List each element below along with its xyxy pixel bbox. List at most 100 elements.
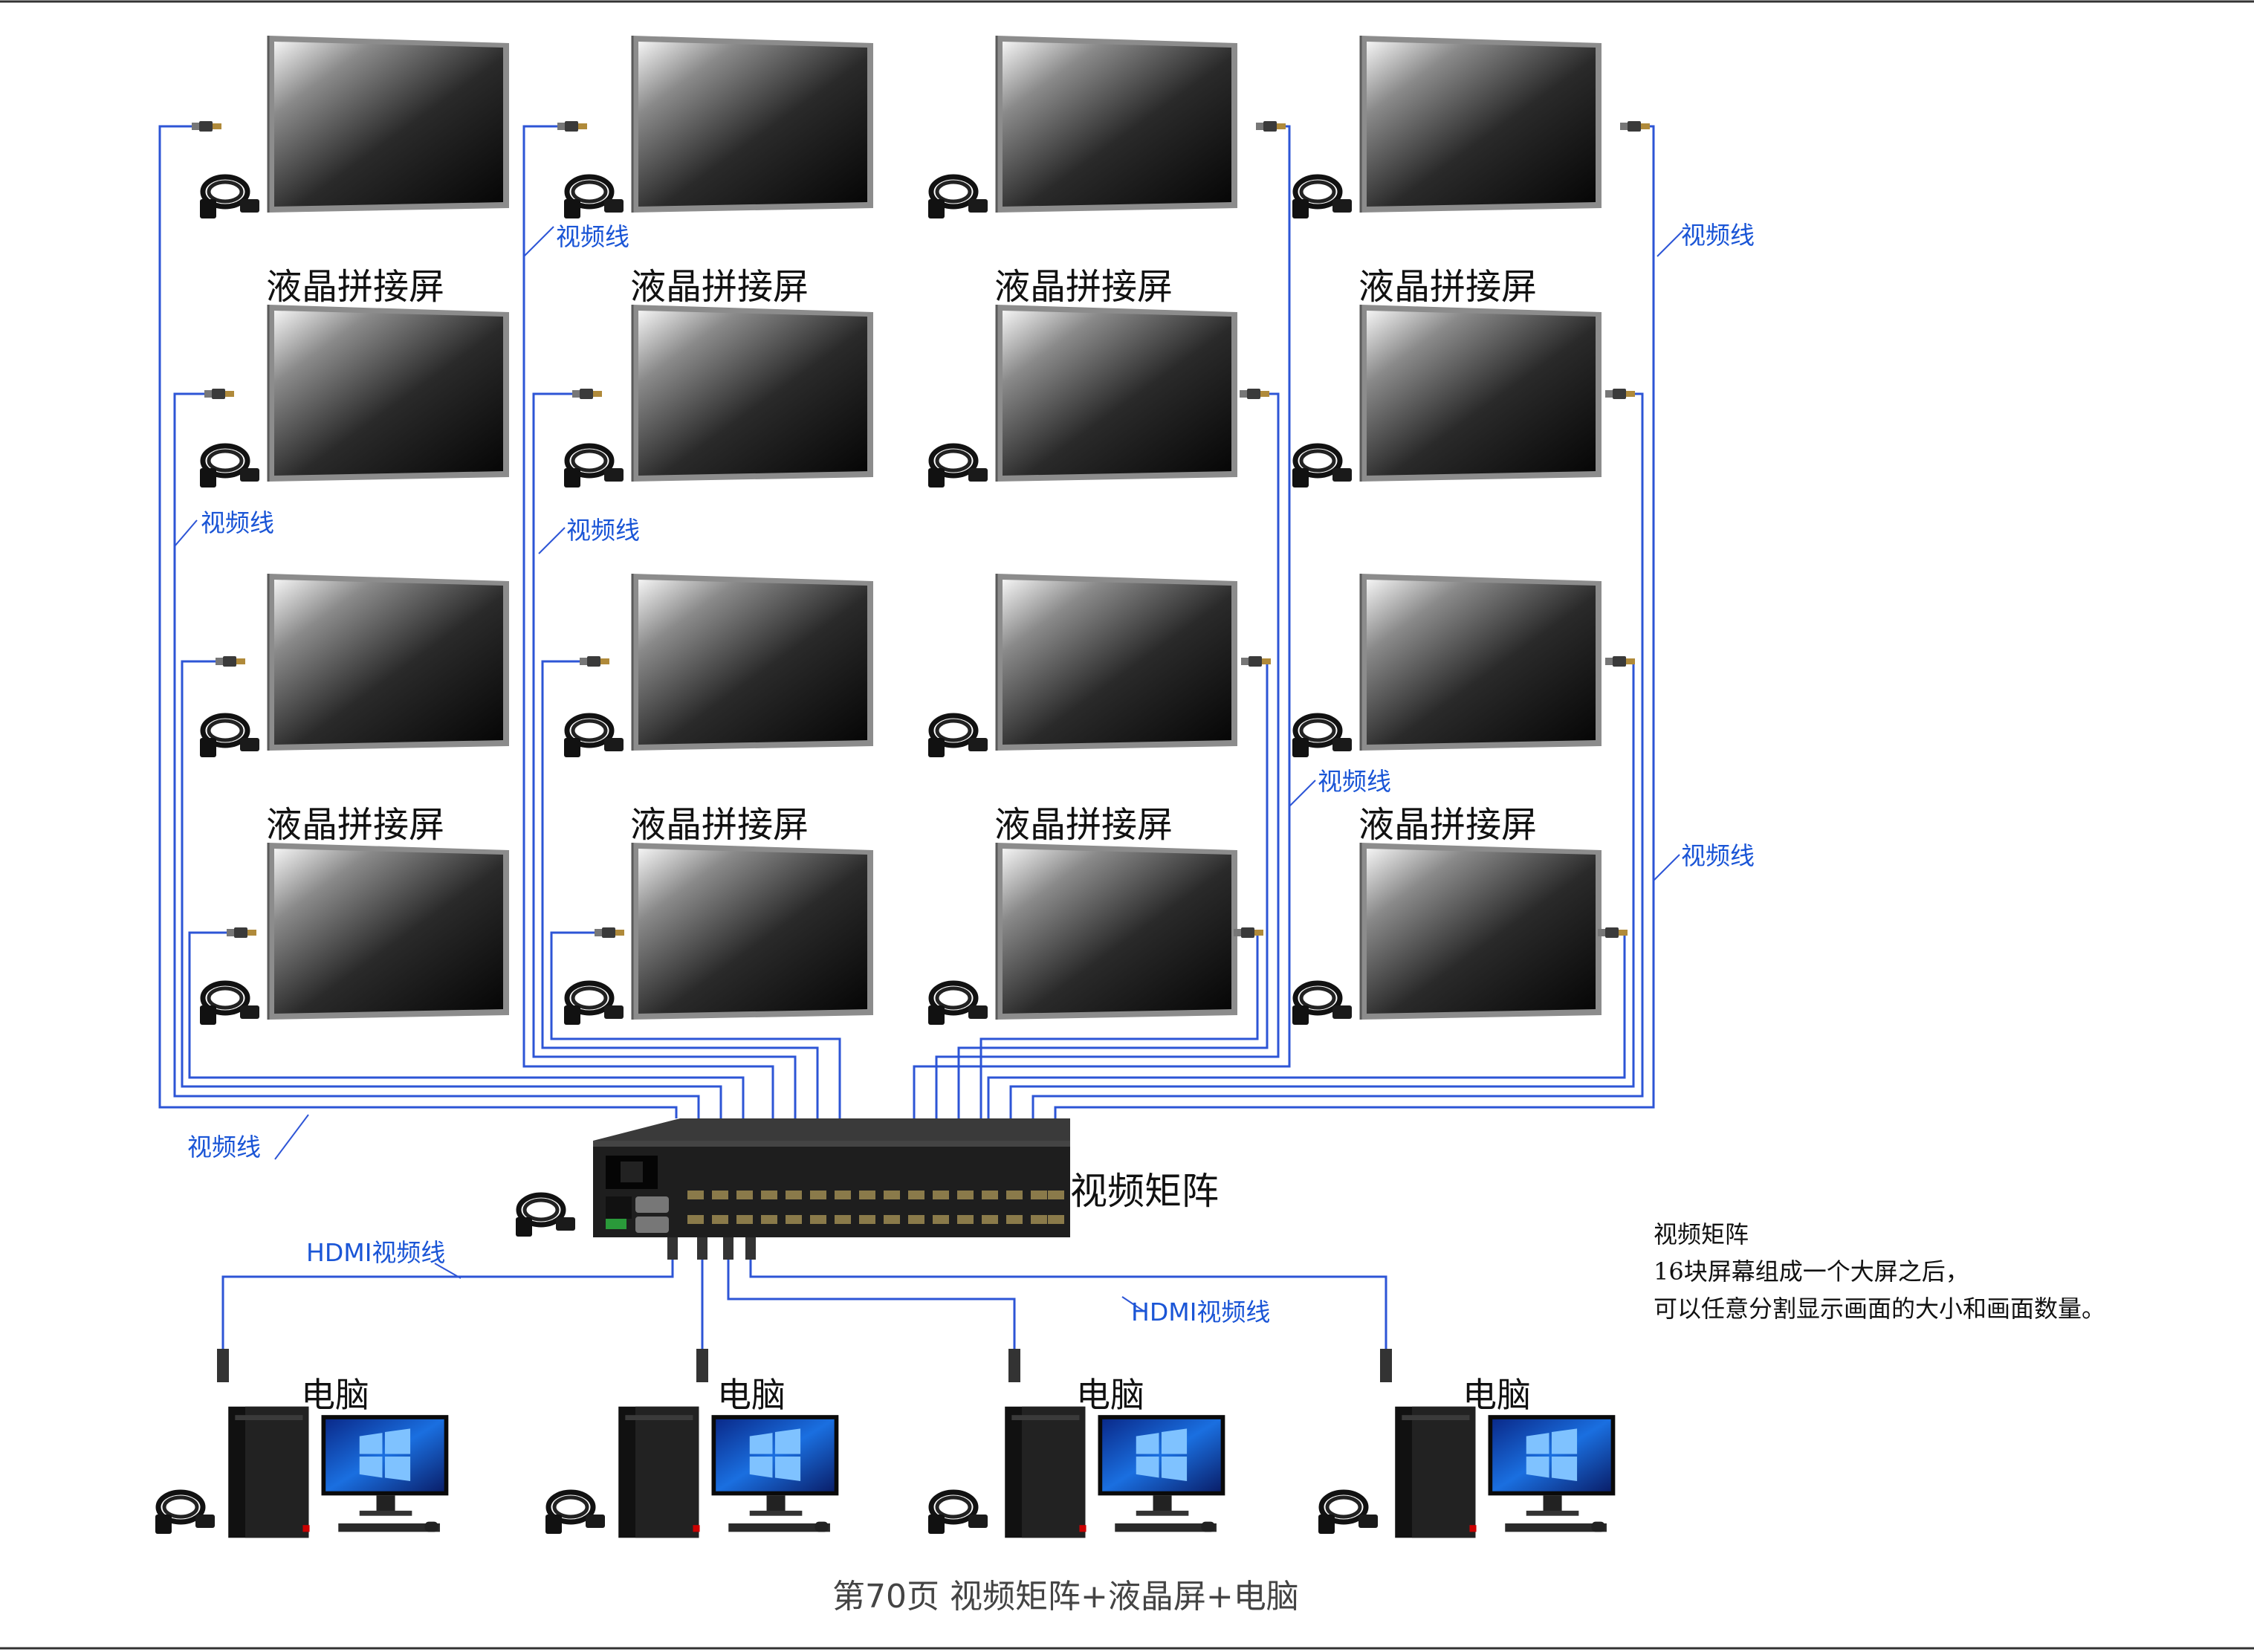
hdmi-cable-label: HDMI视频线 xyxy=(306,1238,445,1267)
screen-label: 液晶拼接屏 xyxy=(266,266,444,308)
screen-labels: 液晶拼接屏 液晶拼接屏 液晶拼接屏 液晶拼接屏 液晶拼接屏 液晶拼接屏 液晶拼接… xyxy=(266,266,1537,846)
power-cord-icon xyxy=(516,1195,575,1237)
desktop-computer-icon xyxy=(1005,1406,1225,1538)
video-cable-label: 视频线 xyxy=(1681,841,1755,870)
screen-label: 液晶拼接屏 xyxy=(994,266,1173,308)
lcd-screen-icon xyxy=(267,843,509,1020)
hdmi-plug-icon xyxy=(580,656,609,667)
power-cord-icon xyxy=(200,177,259,218)
video-cable-label: 视频线 xyxy=(187,1133,261,1162)
power-cord-icon xyxy=(564,446,624,487)
hdmi-plug-icon xyxy=(1008,1349,1020,1382)
power-cord-icon xyxy=(545,1492,605,1534)
hdmi-plug-icon xyxy=(1380,1349,1392,1382)
note-title: 视频矩阵 xyxy=(1654,1220,1749,1248)
power-cord-icon xyxy=(1292,983,1352,1025)
computer-label: 电脑 xyxy=(301,1375,369,1415)
computer-2: 电脑 xyxy=(545,1349,839,1538)
lcd-screen-icon xyxy=(631,574,873,751)
power-cord-icon xyxy=(928,716,988,757)
power-cord-icon xyxy=(200,716,259,757)
hdmi-plug-icon xyxy=(216,656,245,667)
desktop-computer-icon xyxy=(1395,1406,1616,1538)
power-cord-icon xyxy=(928,446,988,487)
power-cord-icon xyxy=(564,177,624,218)
hdmi-plug-icon xyxy=(1234,927,1263,938)
hdmi-plug-icon xyxy=(1605,656,1635,667)
lcd-screen-icon xyxy=(631,36,873,213)
screen-label: 液晶拼接屏 xyxy=(994,804,1173,846)
desktop-computer-icon xyxy=(618,1406,839,1538)
video-cable-labels: 视频线 视频线 视频线 视频线 视频线 视频线 视频线 HDMI视频线 HDMI… xyxy=(187,221,1755,1327)
lcd-screen-icon xyxy=(1359,843,1602,1020)
label-leaders xyxy=(174,226,1684,1312)
computer-3: 电脑 xyxy=(928,1349,1225,1538)
hdmi-cable-label: HDMI视频线 xyxy=(1131,1298,1270,1327)
hdmi-plug-icon xyxy=(1256,121,1286,132)
power-cord-icon xyxy=(1292,446,1352,487)
video-cable-label: 视频线 xyxy=(201,508,274,537)
lcd-screen-icon xyxy=(631,305,873,482)
power-cord-icon xyxy=(928,1492,988,1534)
video-cable-label: 视频线 xyxy=(1318,767,1391,796)
lcd-screen-icon xyxy=(267,574,509,751)
matrix-output-ports xyxy=(687,1191,1064,1199)
power-cord-icon xyxy=(564,983,624,1025)
computer-4: 电脑 xyxy=(1318,1349,1616,1538)
side-note: 视频矩阵 16块屏幕组成一个大屏之后， 可以任意分割显示画面的大小和画面数量。 xyxy=(1654,1220,2105,1323)
screen-label: 液晶拼接屏 xyxy=(1358,804,1537,846)
power-cord-icon xyxy=(928,177,988,218)
power-cord-icon xyxy=(564,716,624,757)
note-line-2: 可以任意分割显示画面的大小和画面数量。 xyxy=(1654,1295,2105,1323)
lcd-screen-icon xyxy=(267,36,509,213)
lcd-screen-icon xyxy=(1359,305,1602,482)
hdmi-plug-icon xyxy=(557,121,587,132)
note-line-1: 16块屏幕组成一个大屏之后， xyxy=(1654,1257,1969,1286)
computer-label: 电脑 xyxy=(717,1375,786,1415)
power-cord-icon xyxy=(1292,177,1352,218)
hdmi-plug-icon xyxy=(204,389,234,399)
lcd-screen-icon xyxy=(995,36,1237,213)
matrix-hdmi-plugs xyxy=(667,1237,756,1260)
hdmi-plug-icon xyxy=(217,1349,229,1382)
hdmi-plug-icon xyxy=(696,1349,708,1382)
hdmi-plug-icon xyxy=(595,927,624,938)
computers: 电脑 电脑 电脑 电脑 xyxy=(155,1349,1616,1538)
computer-1: 电脑 xyxy=(155,1349,449,1538)
power-cord-icon xyxy=(200,983,259,1025)
hdmi-plug-icon xyxy=(1605,389,1635,399)
screen-label: 液晶拼接屏 xyxy=(630,804,809,846)
power-cord-icon xyxy=(155,1492,215,1534)
lcd-screen-icon xyxy=(267,305,509,482)
screen-label: 液晶拼接屏 xyxy=(266,804,444,846)
matrix-label: 视频矩阵 xyxy=(1070,1170,1219,1213)
hdmi-plug-icon xyxy=(227,927,256,938)
lcd-screen-icon xyxy=(1359,36,1602,213)
lcd-screen-icon xyxy=(995,574,1237,751)
video-cable-label: 视频线 xyxy=(1681,221,1755,250)
computer-label: 电脑 xyxy=(1076,1375,1144,1415)
video-matrix-icon xyxy=(593,1118,1070,1237)
lcd-screen-icon xyxy=(631,843,873,1020)
computer-label: 电脑 xyxy=(1463,1375,1531,1415)
lcd-screen-icon xyxy=(995,305,1237,482)
power-cord-icon xyxy=(200,446,259,487)
hdmi-plug-icon xyxy=(192,121,221,132)
video-cable-label: 视频线 xyxy=(556,222,629,251)
hdmi-plug-icon xyxy=(1620,121,1650,132)
screen-label: 液晶拼接屏 xyxy=(630,266,809,308)
lcd-screen-icon xyxy=(995,843,1237,1020)
lcd-screen-icon xyxy=(1359,574,1602,751)
hdmi-plug-icon xyxy=(1598,927,1628,938)
matrix-input-ports xyxy=(687,1215,1064,1224)
hdmi-plug-icon xyxy=(572,389,602,399)
power-cord-icon xyxy=(1292,716,1352,757)
page-footer: 第70页 视频矩阵+液晶屏+电脑 xyxy=(832,1578,1299,1616)
power-cord-icon xyxy=(1318,1492,1378,1534)
hdmi-plug-icon xyxy=(1240,389,1269,399)
power-cord-icon xyxy=(928,983,988,1025)
screen-label: 液晶拼接屏 xyxy=(1358,266,1537,308)
video-cable-label: 视频线 xyxy=(566,516,640,545)
desktop-computer-icon xyxy=(228,1406,449,1538)
